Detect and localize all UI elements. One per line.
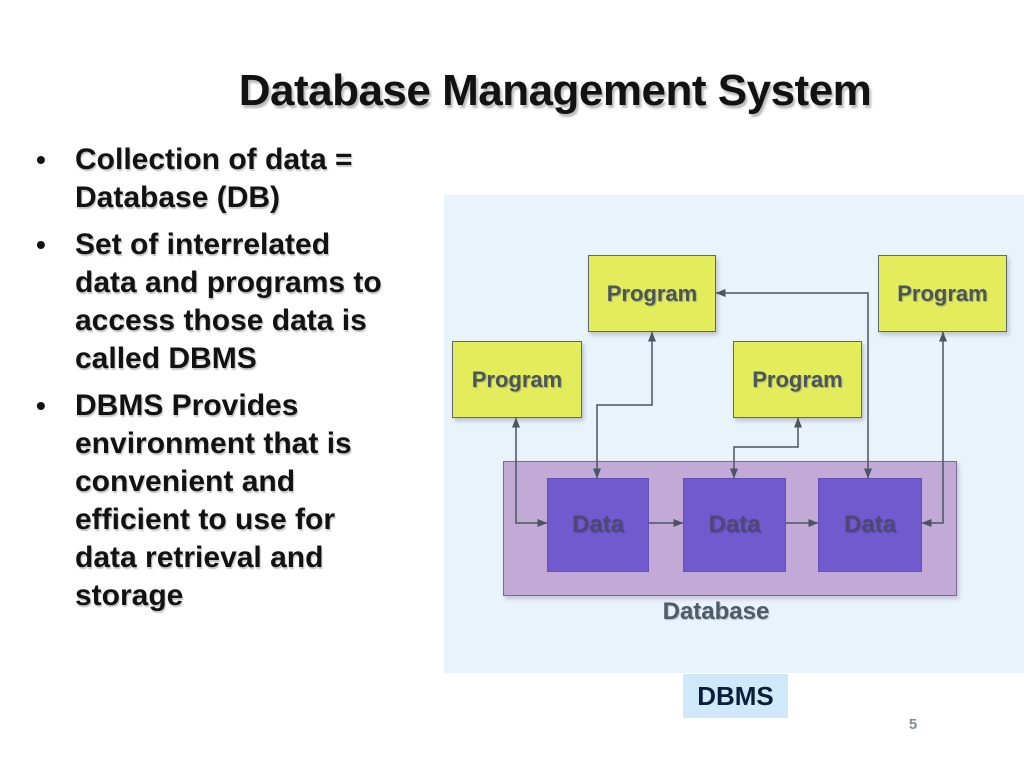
bullet-list: • Collection of data = Database (DB) • S… (36, 141, 448, 624)
bullet-text-set-of-interrelated: Set of interrelated data and programs to… (75, 228, 382, 375)
data-box-3: Data (818, 478, 922, 572)
bullet-item: • Collection of data = Database (DB) (36, 141, 448, 217)
program-box-left: Program (452, 341, 582, 418)
data-box-1: Data (547, 478, 649, 572)
dbms-label: DBMS (697, 680, 774, 711)
data-box-label: Data (843, 511, 897, 538)
data-box-2: Data (683, 478, 786, 572)
bullet-marker: • (36, 390, 46, 421)
bullet-item: • DBMS Provides environment that is conv… (36, 387, 448, 615)
program-box-label: Program (471, 366, 563, 392)
program-box-middle: Program (733, 341, 862, 418)
slide-title: Database Management System (238, 66, 872, 115)
program-box-label: Program (897, 280, 988, 306)
data-box-label: Data (708, 511, 761, 538)
bullet-text-collection-of-data: Collection of data = Database (DB) (75, 143, 353, 214)
database-label: Database (662, 598, 770, 625)
bullet-item: • Set of interrelated data and programs … (36, 226, 448, 378)
data-box-label: Data (571, 511, 625, 538)
dbms-label-box: DBMS (683, 674, 788, 718)
bullet-text-dbms-provides: DBMS Provides environment that is conven… (75, 389, 352, 612)
program-box-label: Program (606, 280, 698, 306)
bullet-marker: • (36, 144, 46, 175)
program-box-top-center: Program (588, 255, 716, 332)
page-number: 5 (908, 716, 918, 733)
program-box-top-right: Program (878, 255, 1007, 332)
program-box-label: Program (752, 366, 843, 392)
bullet-marker: • (36, 229, 46, 260)
